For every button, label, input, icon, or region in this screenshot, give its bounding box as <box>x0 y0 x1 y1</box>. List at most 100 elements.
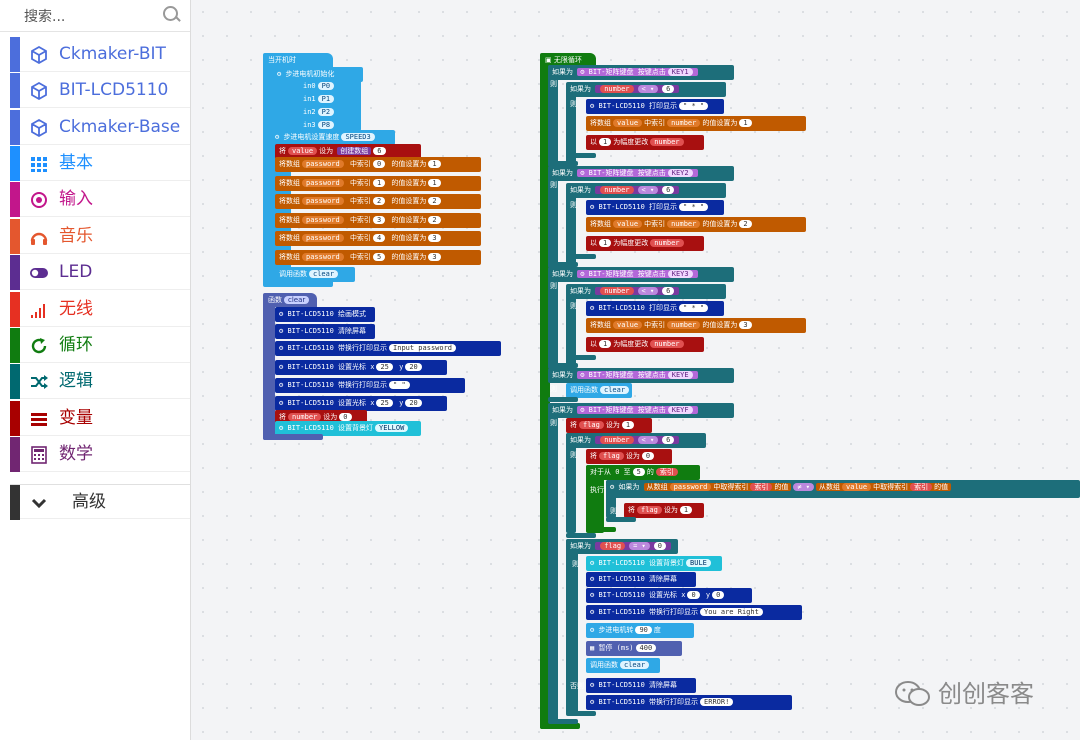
value-slot[interactable]: 1 <box>428 160 441 168</box>
print-star-row[interactable]: ⚙ BIT-LCD5110 打印显示" * " <box>586 200 724 215</box>
value-slot[interactable]: 20 <box>405 399 422 407</box>
value-slot[interactable]: " * " <box>679 102 709 110</box>
value-slot[interactable]: 1 <box>599 138 612 146</box>
value-slot[interactable]: < ▾ <box>637 186 659 194</box>
value-slot[interactable]: 索引 <box>910 483 933 491</box>
value-slot[interactable]: clear <box>284 296 310 304</box>
category-变量[interactable]: 变量 <box>10 401 190 436</box>
value-slot[interactable]: number <box>667 220 701 228</box>
value-slot[interactable]: number <box>650 138 684 146</box>
category-bit-lcd5110[interactable]: BIT-LCD5110 <box>10 73 190 108</box>
value-slot[interactable]: value <box>613 220 643 228</box>
value-slot[interactable]: KEY1 <box>667 68 693 76</box>
value-slot[interactable]: " * " <box>679 203 709 211</box>
value-slot[interactable]: flag <box>637 506 662 514</box>
value-slot[interactable]: clear <box>620 661 650 669</box>
lcd-row[interactable]: ⚙ BIT-LCD5110 清除屏幕 <box>275 324 375 339</box>
compare-block[interactable]: number< ▾6 <box>595 287 680 295</box>
value-slot[interactable]: 1 <box>372 178 386 187</box>
value-slot[interactable]: You are Right <box>700 608 763 616</box>
print-star-row[interactable]: ⚙ BIT-LCD5110 打印显示" * " <box>586 301 724 316</box>
value-slot[interactable]: number <box>650 340 684 348</box>
value-slot[interactable]: password <box>302 197 344 205</box>
category-输入[interactable]: 输入 <box>10 182 190 217</box>
value-slot[interactable]: SPEED3 <box>341 133 375 141</box>
compare-block[interactable]: number< ▾6 <box>595 436 680 444</box>
value-slot[interactable]: 0 <box>372 160 386 168</box>
value-slot[interactable]: 0 <box>687 591 700 599</box>
value-slot[interactable]: 2 <box>739 220 752 228</box>
value-slot[interactable]: 0 <box>653 542 666 550</box>
value-slot[interactable]: ≠ ▾ <box>793 483 815 491</box>
value-slot[interactable]: clear <box>309 270 339 278</box>
value-slot[interactable]: 0 <box>339 413 352 421</box>
pause-row[interactable]: ▦ 暂停 (ms)400 <box>586 641 682 656</box>
value-slot[interactable]: Input password <box>389 344 457 352</box>
value-slot[interactable]: KEY3 <box>667 270 693 278</box>
value-slot[interactable]: 5 <box>632 468 645 476</box>
value-slot[interactable]: number <box>288 413 322 421</box>
value-slot[interactable]: 400 <box>635 644 657 652</box>
value-slot[interactable]: 1 <box>599 340 612 348</box>
value-slot[interactable]: number <box>650 239 684 247</box>
value-slot[interactable]: 25 <box>376 363 393 371</box>
category-逻辑[interactable]: 逻辑 <box>10 364 190 399</box>
lcd-row[interactable]: ⚙ BIT-LCD5110 清除屏幕 <box>586 572 696 587</box>
value-slot[interactable]: = ▾ <box>629 542 650 550</box>
value-slot[interactable]: BULE <box>686 559 711 567</box>
value-slot[interactable]: number <box>600 436 634 444</box>
value-slot[interactable]: < ▾ <box>637 287 659 295</box>
value-slot[interactable]: value <box>288 147 318 155</box>
value-slot[interactable]: 3 <box>428 252 441 261</box>
value-slot[interactable]: 6 <box>662 436 675 444</box>
category-led[interactable]: LED <box>10 255 190 290</box>
value-slot[interactable]: flag <box>599 452 624 460</box>
value-slot[interactable]: 4 <box>372 234 386 242</box>
category-ckmaker-base[interactable]: Ckmaker-Base <box>10 110 190 145</box>
category-ckmaker-bit[interactable]: Ckmaker-BIT <box>10 37 190 72</box>
value-slot[interactable]: < ▾ <box>637 436 659 444</box>
value-slot[interactable]: 1 <box>739 119 752 127</box>
inner-if-row[interactable]: 如果为 number< ▾6 <box>566 284 726 299</box>
create-array-block[interactable]: 创建数组 <box>337 147 372 155</box>
category-循环[interactable]: 循环 <box>10 328 190 363</box>
value-slot[interactable]: " " <box>389 381 410 389</box>
value-slot[interactable]: 1 <box>428 178 441 187</box>
value-slot[interactable]: 3 <box>372 215 386 224</box>
value-slot[interactable]: 6 <box>662 287 675 295</box>
category-基本[interactable]: 基本 <box>10 146 190 181</box>
value-slot[interactable]: " * " <box>679 304 709 312</box>
value-slot[interactable]: value <box>842 483 872 491</box>
value-slot[interactable]: 3 <box>739 321 752 329</box>
value-slot[interactable]: 3 <box>428 234 441 242</box>
value-slot[interactable]: 6 <box>662 85 675 93</box>
value-slot[interactable]: password <box>302 178 344 187</box>
value-slot[interactable]: P1 <box>317 95 335 103</box>
value-slot[interactable]: 0 <box>641 452 655 460</box>
value-slot[interactable]: P8 <box>317 121 335 129</box>
value-slot[interactable]: password <box>302 234 344 242</box>
